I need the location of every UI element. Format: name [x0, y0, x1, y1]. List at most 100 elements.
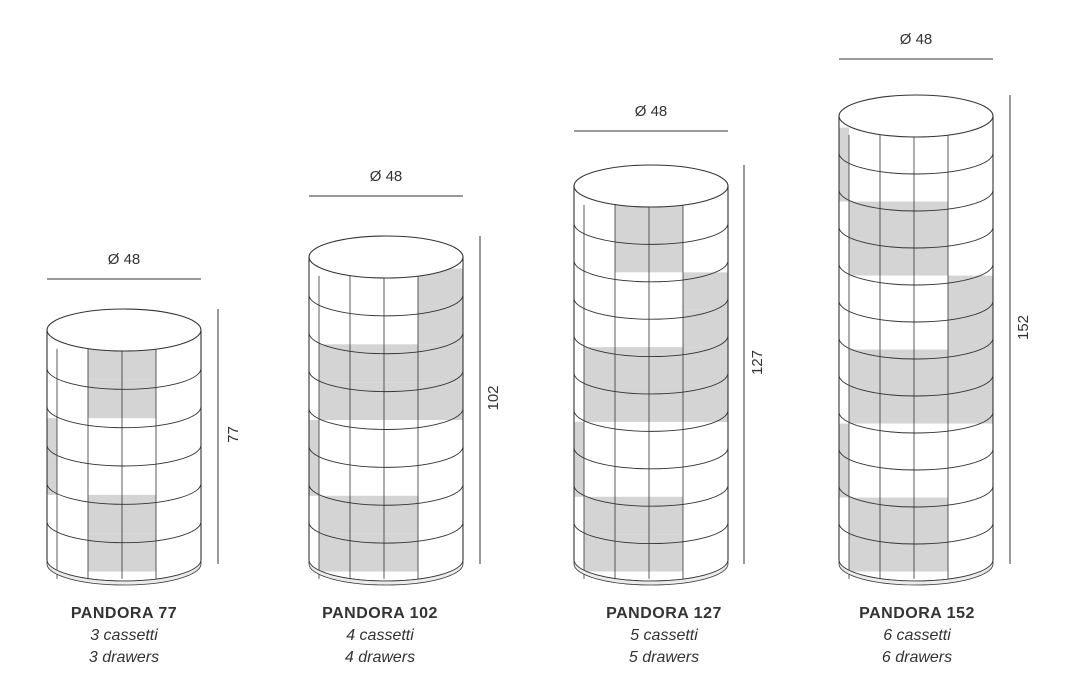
cylinder-base	[838, 559, 994, 586]
shaded-drawer-panel	[615, 347, 649, 385]
drawers-italian: 4 cassetti	[346, 627, 414, 644]
shaded-drawer-panel	[649, 534, 683, 572]
shaded-drawer-panel	[615, 384, 649, 422]
drawer-separator	[838, 448, 994, 471]
drawers-english: 6 drawers	[881, 649, 953, 666]
cylinder-152	[838, 94, 994, 586]
shaded-drawer-panel	[880, 386, 914, 424]
shaded-drawer-panel	[914, 349, 948, 387]
shaded-drawer-panel	[849, 386, 880, 424]
drawer-separator	[838, 263, 994, 286]
shaded-drawer-panel	[914, 386, 948, 424]
cylinder-top	[46, 308, 202, 352]
drawer-separator	[308, 408, 464, 430]
product-name: PANDORA 152	[859, 605, 975, 622]
diameter-label: Ø 48	[900, 31, 933, 48]
shaded-drawer-panel	[948, 349, 993, 387]
shaded-drawer-panel	[615, 234, 649, 273]
drawer-separator	[308, 446, 464, 468]
shaded-drawer-panel	[350, 382, 384, 421]
cylinder-base	[308, 559, 464, 586]
shaded-drawer-panel	[319, 344, 350, 383]
shaded-drawer-panel	[584, 534, 615, 572]
diameter-label: Ø 48	[635, 103, 668, 120]
shaded-drawer-panel	[350, 344, 384, 383]
product-name: PANDORA 77	[70, 605, 178, 622]
shaded-drawer-panel	[914, 534, 948, 572]
drawer-separator	[573, 223, 729, 245]
caption-pandora-127: PANDORA 127 5 cassetti 5 drawers	[554, 603, 774, 669]
caption-pandora-102: PANDORA 102 4 cassetti 4 drawers	[270, 603, 490, 669]
shaded-drawer-panel	[649, 234, 683, 273]
drawer-separator	[838, 300, 994, 323]
shaded-drawer-panel	[122, 533, 156, 572]
shaded-drawer-panel	[880, 201, 914, 239]
shaded-drawer-panel	[47, 456, 57, 495]
shaded-drawer-panel	[615, 534, 649, 572]
shaded-drawer-panel	[350, 533, 384, 572]
shaded-drawer-panel	[319, 495, 350, 534]
shaded-drawer-panel	[574, 459, 584, 497]
shaded-drawer-panel	[849, 201, 880, 239]
diameter-label: Ø 48	[370, 168, 403, 185]
shaded-drawer-panel	[384, 495, 418, 534]
drawers-italian: 6 cassetti	[883, 627, 951, 644]
drawers-english: 4 drawers	[344, 649, 416, 666]
shaded-drawer-panel	[649, 384, 683, 422]
drawer-separator	[46, 368, 202, 390]
drawer-separator	[573, 298, 729, 320]
shaded-drawer-panel	[880, 534, 914, 572]
drawer-separator	[46, 406, 202, 429]
caption-pandora-152: PANDORA 152 6 cassetti 6 drawers	[807, 603, 1027, 669]
product-name: PANDORA 127	[606, 605, 722, 622]
shaded-drawer-panel	[849, 497, 880, 535]
shaded-drawer-panel	[309, 420, 319, 458]
drawer-separator	[838, 337, 994, 360]
shaded-drawer-panel	[849, 534, 880, 572]
drawers-italian: 5 cassetti	[630, 627, 698, 644]
cylinder-base	[46, 559, 202, 586]
shaded-drawer-panel	[88, 494, 122, 534]
shaded-drawer-panel	[683, 309, 728, 348]
shaded-drawer-panel	[47, 418, 57, 457]
shaded-drawer-panel	[683, 384, 728, 422]
shaded-drawer-panel	[384, 533, 418, 572]
cylinder-top	[838, 94, 994, 138]
drawer-separator	[838, 226, 994, 249]
shaded-drawer-panel	[880, 238, 914, 276]
shaded-drawer-panel	[948, 312, 993, 350]
height-label: 77	[225, 426, 242, 443]
shaded-drawer-panel	[309, 457, 319, 496]
shaded-drawer-panel	[384, 382, 418, 421]
shaded-drawer-panel	[948, 386, 993, 424]
shaded-drawer-panel	[880, 497, 914, 535]
drawer-separator	[308, 294, 464, 317]
shaded-drawer-panel	[914, 497, 948, 535]
drawer-separator	[308, 370, 464, 393]
drawer-separator	[573, 485, 729, 507]
shaded-drawer-panel	[319, 533, 350, 572]
drawer-separator	[46, 444, 202, 467]
shaded-drawer-panel	[948, 275, 993, 313]
cylinder-top	[308, 235, 464, 279]
shaded-drawer-panel	[584, 347, 615, 385]
drawer-separator	[838, 485, 994, 508]
height-label: 152	[1015, 315, 1032, 340]
drawer-separator	[46, 521, 202, 544]
drawer-separator	[46, 483, 202, 505]
drawer-separator	[573, 447, 729, 470]
drawer-separator	[838, 189, 994, 212]
drawer-separator	[838, 522, 994, 545]
drawer-separator	[573, 260, 729, 283]
drawers-italian: 3 cassetti	[90, 627, 158, 644]
shaded-drawer-panel	[839, 460, 849, 498]
shaded-drawer-panel	[649, 496, 683, 535]
cylinder-77	[46, 308, 202, 586]
shaded-drawer-panel	[319, 382, 350, 421]
diameter-label: Ø 48	[108, 251, 141, 268]
drawer-separator	[308, 332, 464, 355]
shaded-drawer-panel	[683, 272, 728, 310]
product-name: PANDORA 102	[322, 605, 438, 622]
shaded-drawer-panel	[88, 379, 122, 419]
